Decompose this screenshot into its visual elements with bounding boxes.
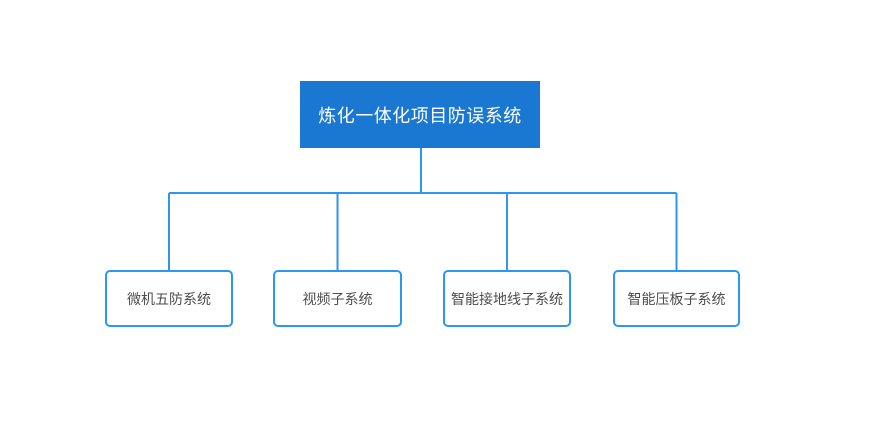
node-child-label: 微机五防系统 (127, 290, 211, 307)
node-child-label: 智能压板子系统 (627, 290, 726, 307)
node-child-wjwf[interactable]: 微机五防系统 (105, 270, 233, 327)
node-child-video[interactable]: 视频子系统 (273, 270, 402, 327)
node-root[interactable]: 炼化一体化项目防误系统 (300, 81, 540, 148)
node-child-label: 智能接地线子系统 (451, 290, 563, 307)
node-child-grounding[interactable]: 智能接地线子系统 (443, 270, 571, 327)
node-child-label: 视频子系统 (302, 290, 373, 307)
node-child-pressplate[interactable]: 智能压板子系统 (613, 270, 740, 327)
node-root-label: 炼化一体化项目防误系统 (318, 105, 522, 126)
